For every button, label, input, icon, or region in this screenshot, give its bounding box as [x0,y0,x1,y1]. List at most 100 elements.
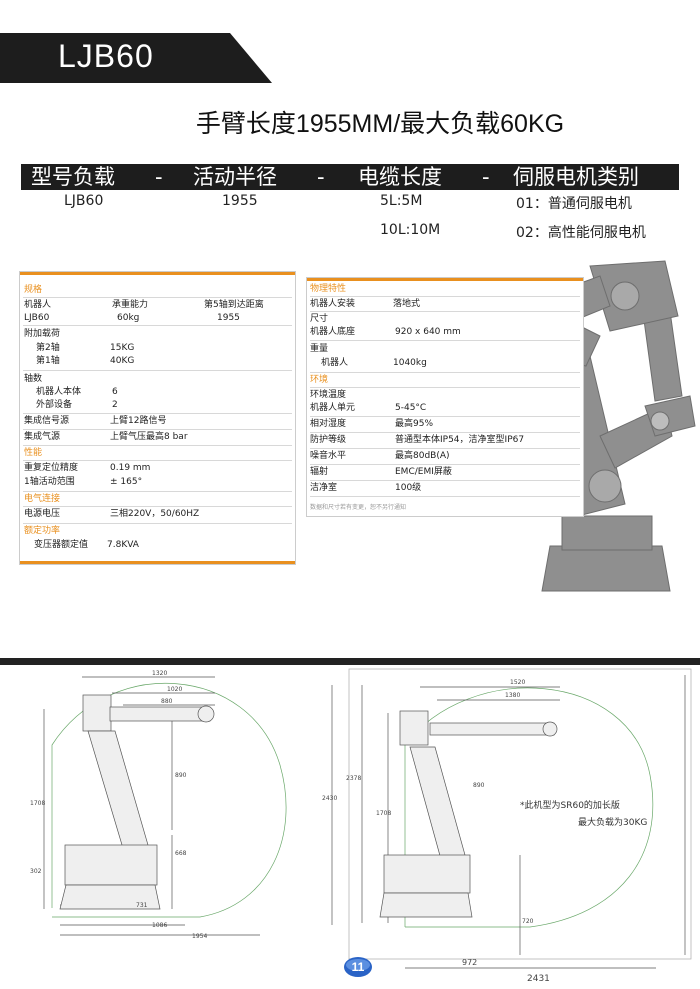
row-divider [310,448,580,449]
range1-value: ± 165° [110,477,143,487]
dim-668: 668 [175,850,187,857]
section-electrical: 电气连接 [24,494,61,504]
row-divider [310,480,580,481]
dim-1320: 1320 [152,670,167,677]
dimension-drawings: 1320 1020 880 890 1708 2430 668 302 731 … [30,668,692,984]
voltage-label: 电源电压 [24,509,61,519]
axis1-value: 40KG [110,356,135,366]
row-divider [23,460,292,461]
mount-value: 落地式 [393,299,421,309]
dim-1020: 1020 [167,686,182,693]
spec-panel-right: 物理特性 机器人安装 落地式 尺寸 机器人底座 920 x 640 mm 重量 … [306,277,584,517]
mount-label: 机器人安装 [310,299,356,309]
row-divider [310,496,580,497]
dim-1708: 1708 [30,800,45,807]
accent-bar [307,278,583,281]
row-divider [310,387,580,388]
clean-value: 100级 [395,483,422,493]
dim-302: 302 [30,868,42,875]
radiation-value: EMC/EMI屏蔽 [395,467,452,477]
signal-label: 集成信号源 [24,416,70,426]
accent-bar [20,272,295,275]
row-divider [23,325,292,326]
title-banner [0,33,272,83]
base-value: 920 x 640 mm [395,327,461,337]
row-divider [310,432,580,433]
air-label: 集成气源 [24,432,61,442]
motor-value-1: 01：普通伺服电机 [516,196,632,212]
section-environment: 环境 [310,375,329,385]
reach-value: 1955 [217,313,240,323]
cable-value-1: 5L:5M [380,193,423,209]
payload-value: 60kg [117,313,140,323]
noise-value: 最高80dB(A) [395,451,450,461]
row-divider [23,413,292,414]
dim-720: 720 [522,918,534,925]
weight-robot-label: 机器人 [321,358,349,368]
noise-label: 噪音水平 [310,451,347,461]
hdr-reach: 第5轴到达距离 [204,300,264,310]
dim-1708: 1708 [376,810,391,817]
weight-label: 重量 [310,344,329,354]
dim-2378: 2378 [346,775,361,782]
product-title: LJB60 [58,38,154,74]
size-label: 尺寸 [310,314,329,324]
dim-890: 890 [175,772,187,779]
signal-value: 上臂12路信号 [110,416,167,426]
dim-880: 880 [161,698,173,705]
protection-value: 普通型本体IP54，洁净室型IP67 [395,435,525,445]
row-divider [310,416,580,417]
row-divider [23,445,292,446]
range1-label: 1轴活动范围 [24,477,75,487]
protection-label: 防护等级 [310,435,347,445]
radiation-label: 辐射 [310,467,329,477]
temp-unit-label: 机器人单元 [310,403,356,413]
section-physical: 物理特性 [310,284,347,294]
drawing-note-1: *此机型为SR60的加长版 [520,801,620,811]
row-divider [310,372,580,373]
label-cable-length: 电缆长度 [358,165,442,189]
drawing-left [43,676,333,936]
cable-value-2: 10L:10M [380,222,441,238]
label-reach: 活动半径 [193,165,277,189]
row-divider [23,523,292,524]
robot-model: LJB60 [24,313,50,323]
model-value: LJB60 [64,193,104,209]
row-divider [23,429,292,430]
row-divider [23,297,292,298]
extra-load-label: 附加载荷 [24,329,61,339]
axis2-label: 第2轴 [36,343,60,353]
voltage-value: 三相220V，50/60HZ [110,509,200,519]
separator: - [155,165,163,189]
motor-value-2: 02：高性能伺服电机 [516,225,646,241]
row-divider [23,491,292,492]
reach-value: 1955 [222,193,258,209]
transformer-value: 7.8KVA [107,540,139,550]
page-number-badge: 11 [344,957,372,977]
external-label: 外部设备 [36,400,73,410]
dim-972: 972 [462,958,477,967]
dim-731: 731 [136,902,148,909]
humidity-label: 相对湿度 [310,419,347,429]
headline: 手臂长度1955MM/最大负载60KG [195,110,565,138]
base-label: 机器人底座 [310,327,356,337]
dim-2430: 2430 [322,795,337,802]
axes-label: 轴数 [24,374,43,384]
temp-label: 环境温度 [310,390,347,400]
model-code-bar: 型号负载 - 活动半径 - 电缆长度 - 伺服电机类别 [21,164,679,190]
drawing-right [348,668,692,969]
label-servo-motor: 伺服电机类别 [513,165,639,189]
row-divider [310,311,580,312]
dim-1380: 1380 [505,692,520,699]
row-divider [23,506,292,507]
hdr-robot: 机器人 [24,300,52,310]
spec-panel-left: 规格 机器人 承重能力 第5轴到达距离 LJB60 60kg 1955 附加载荷… [19,271,296,565]
dim-1086: 1086 [152,922,167,929]
dim-2431: 2431 [527,974,550,984]
row-divider [310,340,580,341]
row-divider [23,370,292,371]
dim-1954: 1954 [192,933,207,940]
external-value: 2 [112,400,118,410]
transformer-label: 变压器额定值 [34,540,89,550]
section-performance: 性能 [24,448,43,458]
